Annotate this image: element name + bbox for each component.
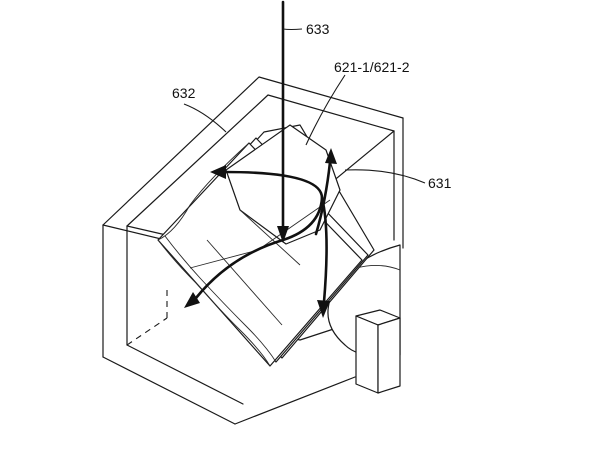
ray-632-upper-arrowhead [210,165,226,179]
leader-631 [344,169,426,184]
label-632: 632 [172,85,196,101]
housing-bottom-front-edge [234,376,356,425]
leader-632 [183,103,227,133]
housing-hidden-edge-diagonal [126,317,168,346]
mirror-crease-1 [206,239,283,326]
housing-bottom-inner-edge [126,344,244,405]
ray-632-lower-arrowhead [184,292,200,308]
label-621: 621-1/621-2 [334,59,410,75]
mirror-edge-left [157,142,250,241]
housing-top-left-edge [102,76,404,226]
sensor-box-front [355,315,379,394]
housing-bottom-edge [102,356,236,425]
ray-633-arrowhead [277,226,289,243]
housing-inner-top-edge [126,94,395,227]
ray-632-curve [194,238,285,300]
ray-631-up [314,160,332,236]
leader-633 [282,28,303,31]
leader-621 [305,74,346,146]
sensor-module [327,244,401,394]
ray-631-down-arrowhead [317,300,330,318]
ray-631-up-arrowhead [325,148,337,164]
mirror-edge-bottom-2 [164,235,277,363]
sensor-box-side [377,317,401,394]
ray-631-group [314,148,337,318]
label-631: 631 [428,175,452,191]
label-633: 633 [306,21,330,37]
mirror-crease-2 [239,209,301,266]
ray-631-down [320,196,328,304]
mirror-edge-bottom [157,239,271,367]
ray-633-group [277,0,289,243]
